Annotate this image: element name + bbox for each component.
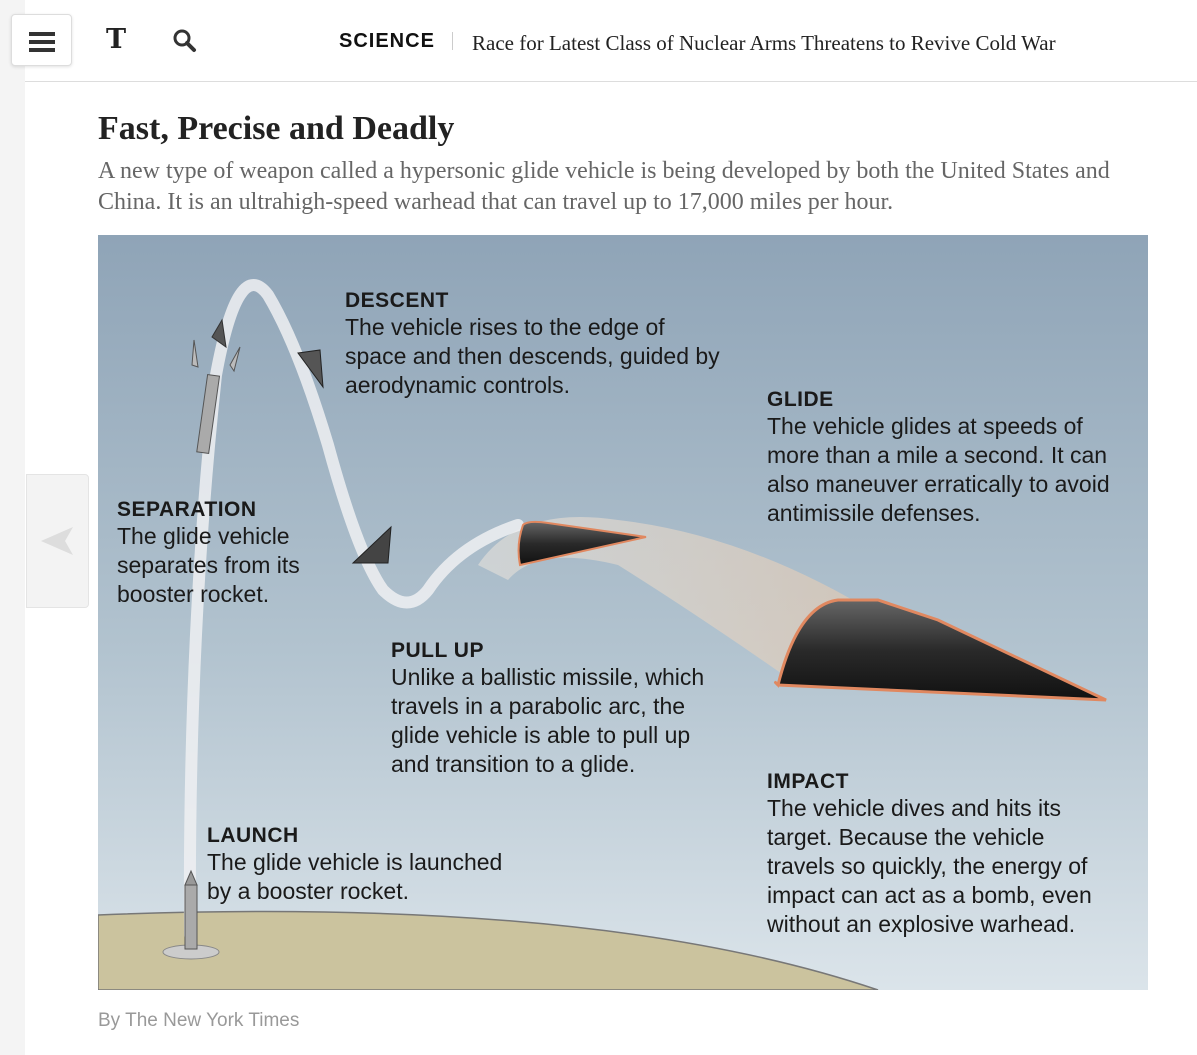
impact-title: IMPACT <box>767 770 849 793</box>
impact-vehicle-large <box>774 598 1107 702</box>
pullup-title: PULL UP <box>391 639 484 662</box>
graphic-credit: By The New York Times <box>98 1010 300 1031</box>
trajectory-illustration <box>98 279 1108 990</box>
section-label[interactable]: SCIENCE <box>339 30 435 52</box>
glide-vehicle-small <box>517 520 647 567</box>
arrow-left-icon <box>41 527 73 555</box>
launch-text: The glide vehicle is launched by a boost… <box>207 849 503 904</box>
left-gutter <box>0 0 25 1055</box>
glide-text: The vehicle glides at speeds of more tha… <box>767 413 1110 526</box>
descent-text: The vehicle rises to the edge of space a… <box>345 314 720 398</box>
graphic-title: Fast, Precise and Deadly <box>98 110 455 147</box>
glide-title: GLIDE <box>767 388 834 411</box>
ground <box>98 910 879 990</box>
article-headline: Race for Latest Class of Nuclear Arms Th… <box>472 31 1056 55</box>
separation-title: SEPARATION <box>117 498 257 521</box>
descending-vehicle <box>297 349 324 389</box>
launch-title: LAUNCH <box>207 824 299 847</box>
divider <box>452 32 453 50</box>
pullup-text: Unlike a ballistic missile, which travel… <box>391 664 705 777</box>
trajectory-trail <box>183 279 524 941</box>
impact-text: The vehicle dives and hits its target. B… <box>767 795 1092 937</box>
nyt-logo[interactable]: T <box>106 24 127 55</box>
graphic-subtitle: A new type of weapon called a hypersonic… <box>98 158 1110 215</box>
previous-slide-button[interactable] <box>26 474 89 608</box>
booster-on-pad <box>162 869 220 960</box>
top-bar <box>25 0 1197 82</box>
pullup-vehicle <box>351 525 392 564</box>
menu-button[interactable] <box>11 14 72 66</box>
separation-text: The glide vehicle separates from its boo… <box>117 523 300 607</box>
search-icon[interactable] <box>172 28 198 54</box>
separated-booster <box>191 318 241 455</box>
descent-title: DESCENT <box>345 289 449 312</box>
